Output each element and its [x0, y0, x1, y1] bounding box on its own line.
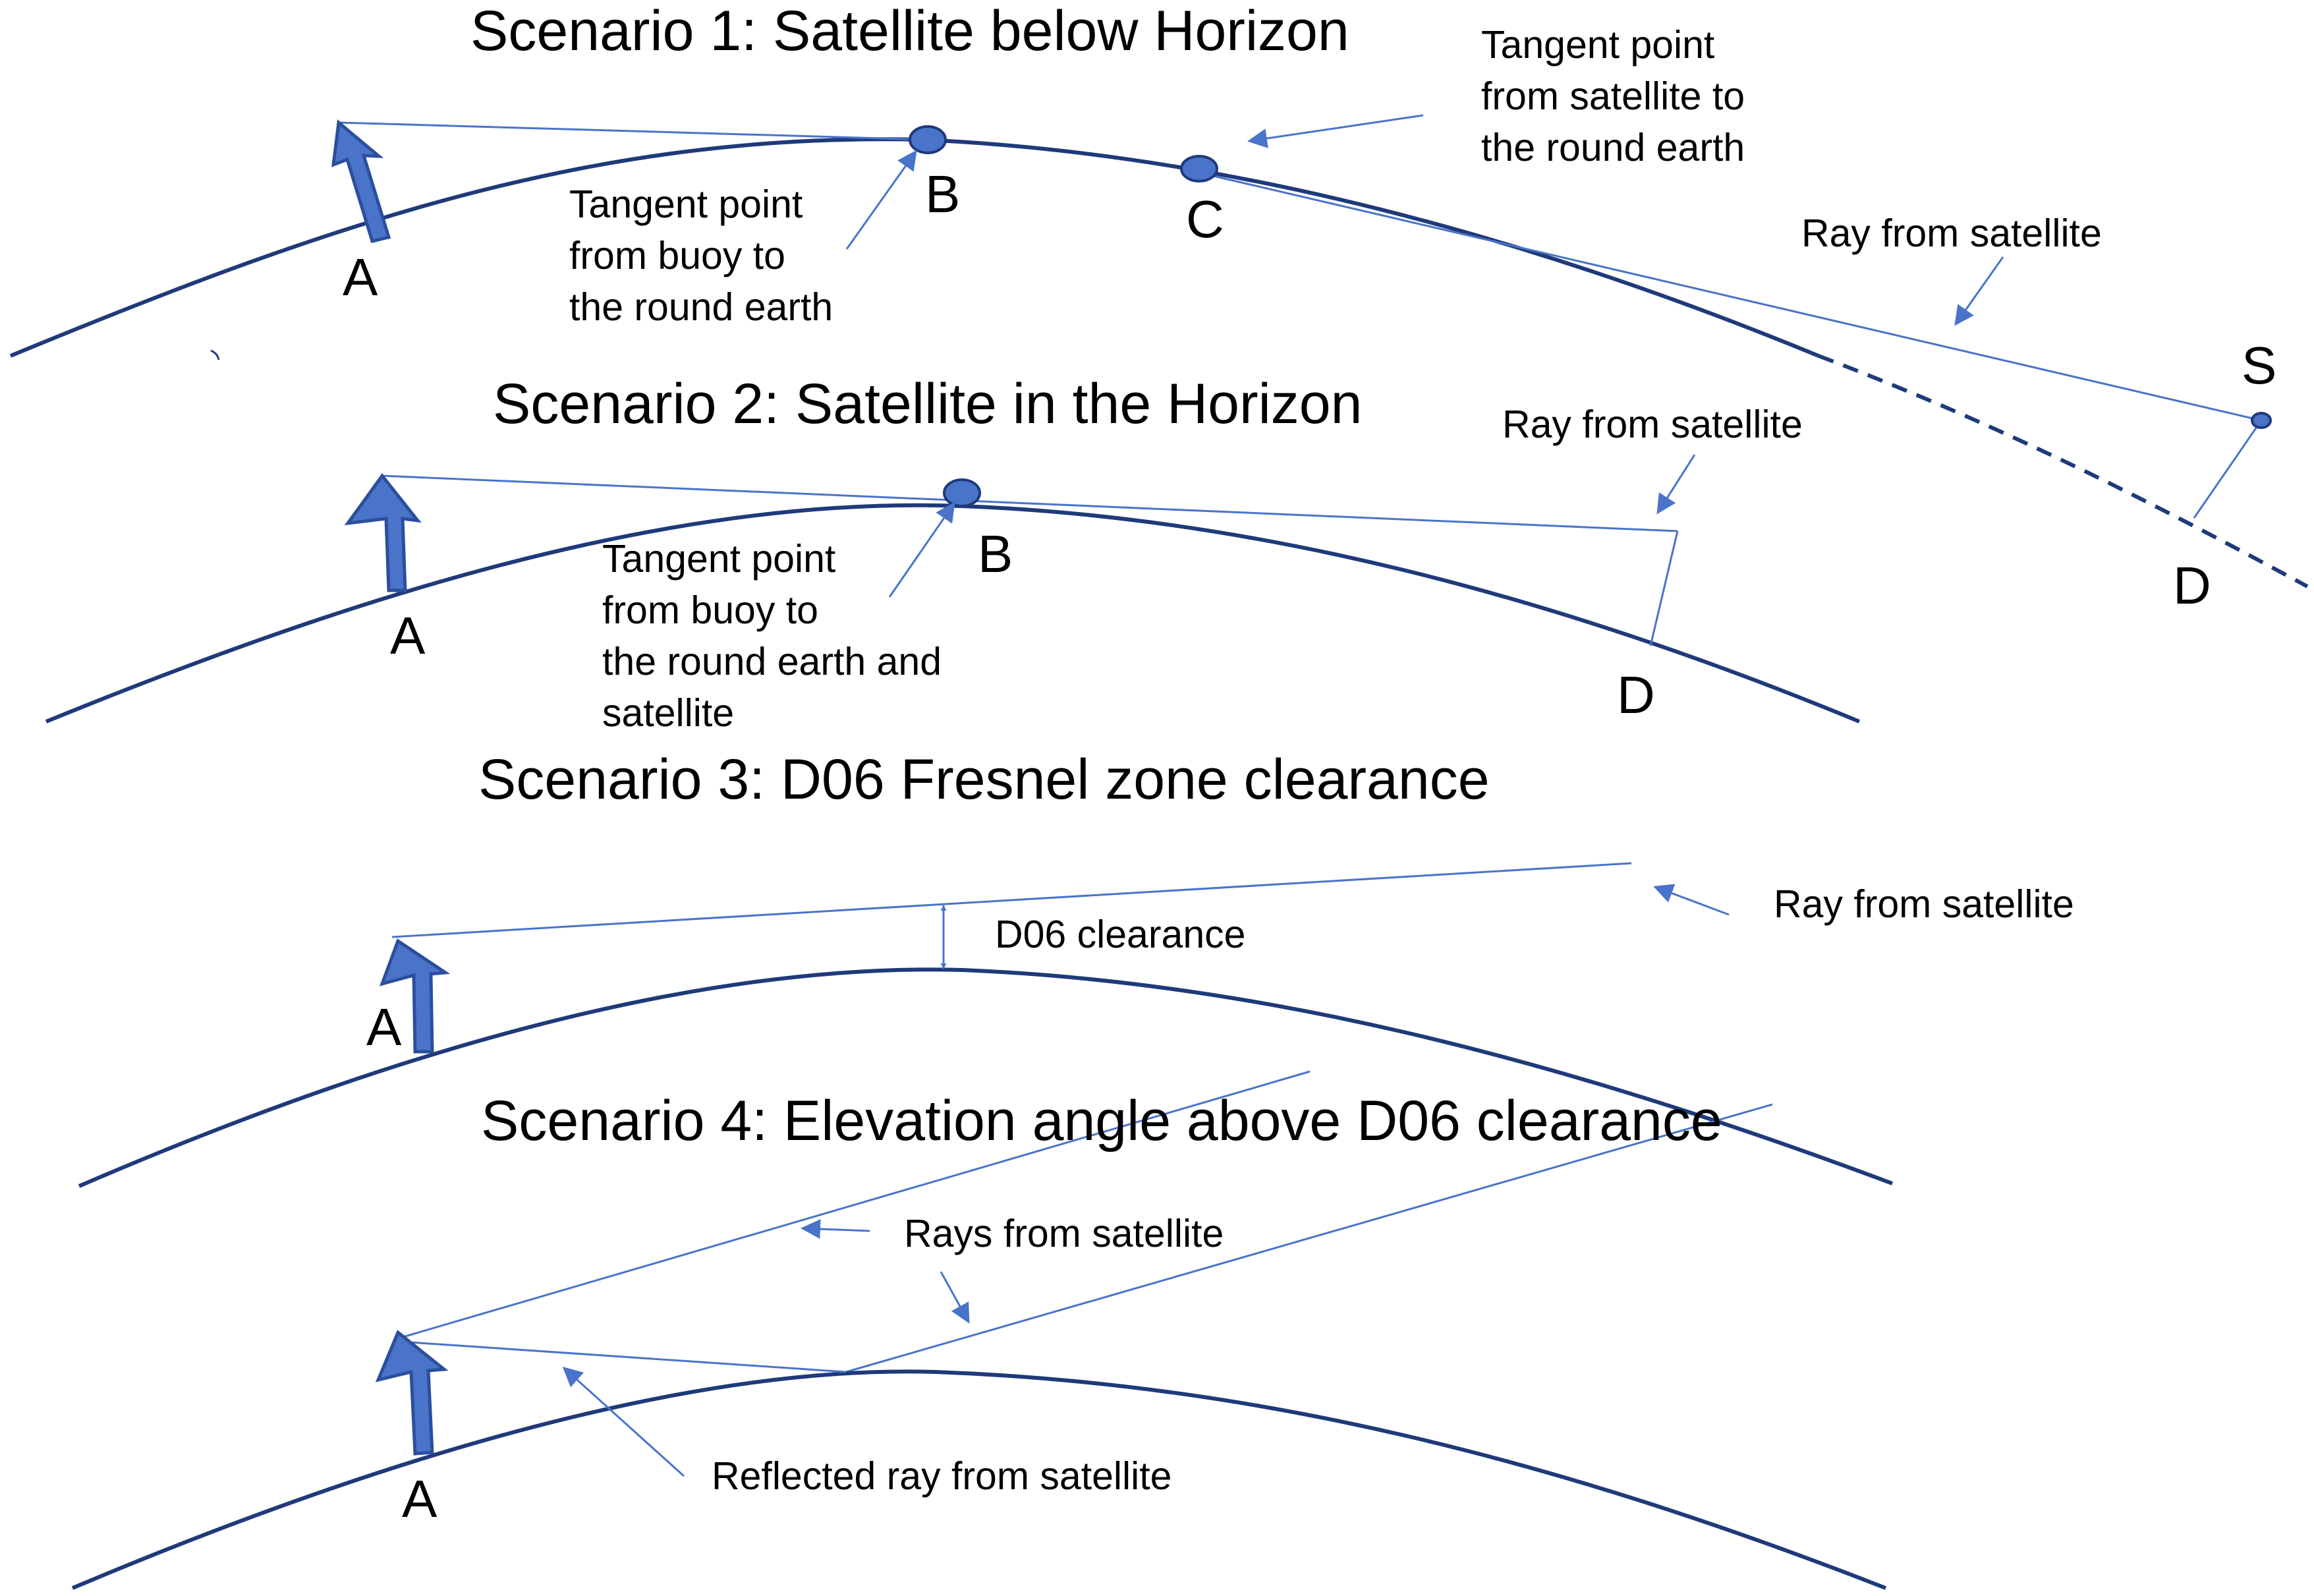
- scenario-1-point-b-label: B: [925, 165, 960, 223]
- scenario-4-earth-curve: [71, 1369, 1887, 1590]
- scenario-2-point-b-label: B: [978, 525, 1013, 583]
- scenario-4-title: Scenario 4: Elevation angle above D06 cl…: [481, 1089, 1722, 1153]
- scenario-1-buoy-tangent-ray: [339, 121, 928, 141]
- scenario-2-tangent-ray: [381, 474, 1678, 532]
- scenario-4-reflected-arrow: [562, 1366, 685, 1477]
- scenario-2: Scenario 2: Satellite in the Horizon Tan…: [45, 372, 1861, 735]
- scenario-4-reflected-ray: [400, 1340, 847, 1373]
- scenario-1-point-c-label: C: [1186, 190, 1224, 248]
- scenario-3-earth-curve: [78, 967, 1894, 1188]
- scenario-4-ray-arrow-lower: [940, 1271, 970, 1324]
- scenario-1-buoy-icon: [331, 119, 391, 243]
- scenario-1-tangent-buoy-arrow: [845, 150, 917, 250]
- scenario-2-tangent-buoy-label: Tangent point from buoy to the round ear…: [602, 537, 952, 735]
- scenario-2-point-a-label: A: [390, 606, 426, 665]
- scenario-2-ray-label: Ray from satellite: [1502, 403, 1803, 446]
- scenario-4-point-a-label: A: [402, 1469, 437, 1528]
- scenario-1-ray-label: Ray from satellite: [1801, 212, 2102, 255]
- scenario-1-point-d-label: D: [2173, 556, 2211, 615]
- scenario-2-tangent-buoy-arrow: [888, 501, 955, 598]
- scenario-1-earth-curve-hidden: [1817, 354, 2309, 588]
- scenario-3-title: Scenario 3: D06 Fresnel zone clearance: [478, 748, 1490, 811]
- scenario-2-ray-label-arrow: [1656, 454, 1696, 515]
- scenario-1-small-mark: [210, 349, 220, 360]
- scenario-1-point-c-marker: [1180, 155, 1218, 183]
- scenario-2-point-b-marker: [943, 478, 981, 507]
- scenario-1: Scenario 1: Satellite below Horizon Tang…: [9, 0, 2309, 615]
- scenario-2-satellite-drop-line: [1649, 530, 1679, 646]
- scenario-2-point-d-label: D: [1617, 666, 1655, 724]
- scenario-3: Scenario 3: D06 Fresnel zone clearance D…: [78, 748, 2074, 1188]
- scenario-1-tangent-buoy-label: Tangent point from buoy to the round ear…: [569, 183, 833, 329]
- scenario-4-buoy-icon: [375, 1329, 449, 1456]
- scenario-1-point-s-marker: [2251, 412, 2272, 429]
- scenario-4-incoming-ray: [845, 1103, 1773, 1373]
- scenario-2-earth-curve: [45, 503, 1861, 724]
- scenario-1-tangent-satellite-label: Tangent point from satellite to the roun…: [1481, 23, 1755, 169]
- scenario-4-direct-ray: [400, 1070, 1311, 1339]
- scenario-2-title: Scenario 2: Satellite in the Horizon: [493, 372, 1362, 436]
- scenario-1-earth-curve: [9, 137, 1820, 358]
- scenario-4-rays-label: Rays from satellite: [904, 1212, 1224, 1255]
- scenario-4-ray-arrow-upper: [801, 1219, 870, 1240]
- scenario-2-buoy-icon: [344, 472, 422, 592]
- scenario-1-ray-label-arrow: [1954, 256, 2004, 326]
- scenario-3-ray-label-arrow: [1653, 884, 1730, 916]
- scenario-3-satellite-ray: [391, 862, 1632, 938]
- scenario-3-ray-label: Ray from satellite: [1774, 882, 2074, 926]
- scenario-1-satellite-drop-line: [2193, 420, 2263, 519]
- scenario-3-point-a-label: A: [366, 998, 402, 1056]
- scenario-1-satellite-ray: [1199, 171, 2262, 422]
- scenario-3-clearance-label: D06 clearance: [995, 913, 1245, 956]
- scenario-4-reflected-label: Reflected ray from satellite: [712, 1454, 1171, 1498]
- scenario-1-point-b-marker: [909, 125, 947, 154]
- scenario-1-tangent-satellite-arrow: [1247, 114, 1424, 148]
- scenario-1-point-s-label: S: [2242, 336, 2276, 395]
- scenario-1-point-a-label: A: [343, 248, 378, 306]
- scenario-1-title: Scenario 1: Satellite below Horizon: [470, 0, 1349, 63]
- scenario-4: Scenario 4: Elevation angle above D06 cl…: [71, 1070, 1887, 1590]
- scenario-3-buoy-icon: [379, 938, 451, 1054]
